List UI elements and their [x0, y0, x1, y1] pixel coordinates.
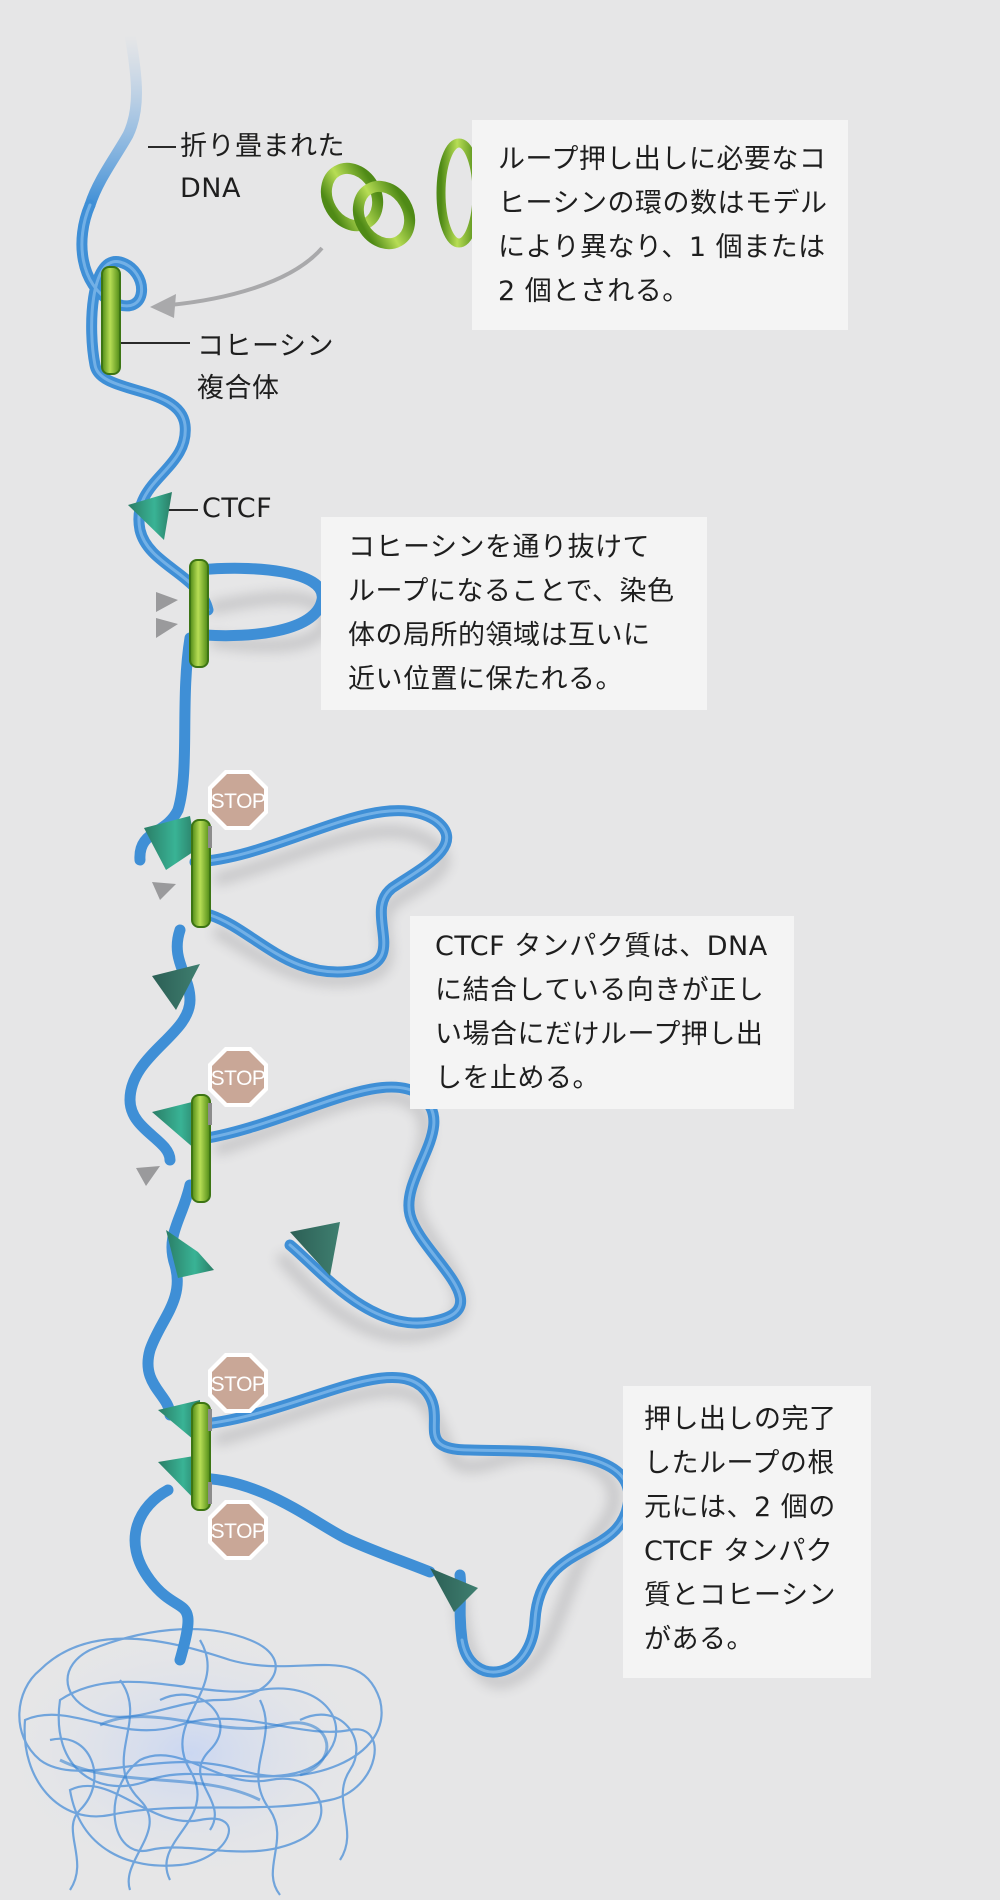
stop-sign-icon: STOP STOP STOP STOP — [206, 768, 270, 1562]
note-loop-complete: 押し出しの完了 したループの根 元には、2 個の CTCF タンパク 質とコヒー… — [623, 1386, 871, 1678]
cohesin-complex-label: コヒーシン 複合体 — [197, 331, 334, 404]
note-loop-domains: コヒーシンを通り抜けて ループになることで、染色 体の局所的領域は互いに 近い位… — [321, 517, 707, 710]
svg-text:STOP: STOP — [211, 1373, 266, 1396]
svg-text:STOP: STOP — [211, 790, 266, 813]
ctcf-cone-icon — [128, 492, 478, 1612]
note-ring-count: ループ押し出しに必要なコ ヒーシンの環の数はモデル により異なり、1 個または … — [472, 120, 848, 330]
motion-arrows — [136, 592, 178, 1186]
dna-shadow — [208, 591, 621, 1688]
insertion-arrow — [150, 246, 324, 318]
cohesin-bars — [101, 266, 211, 1511]
dna-strand — [76, 29, 635, 1678]
ctcf-label: CTCF — [202, 493, 273, 524]
chromatin-cluster — [0, 1605, 390, 1896]
svg-text:STOP: STOP — [211, 1067, 266, 1090]
svg-text:STOP: STOP — [211, 1520, 266, 1543]
folded-dna-label: 折り畳まれた DNA — [180, 131, 345, 204]
cohesin-ring-pair-icon — [320, 162, 416, 250]
note-ctcf-orientation: CTCF タンパク質は、DNA に結合している向きが正し い場合にだけループ押し… — [410, 916, 794, 1109]
